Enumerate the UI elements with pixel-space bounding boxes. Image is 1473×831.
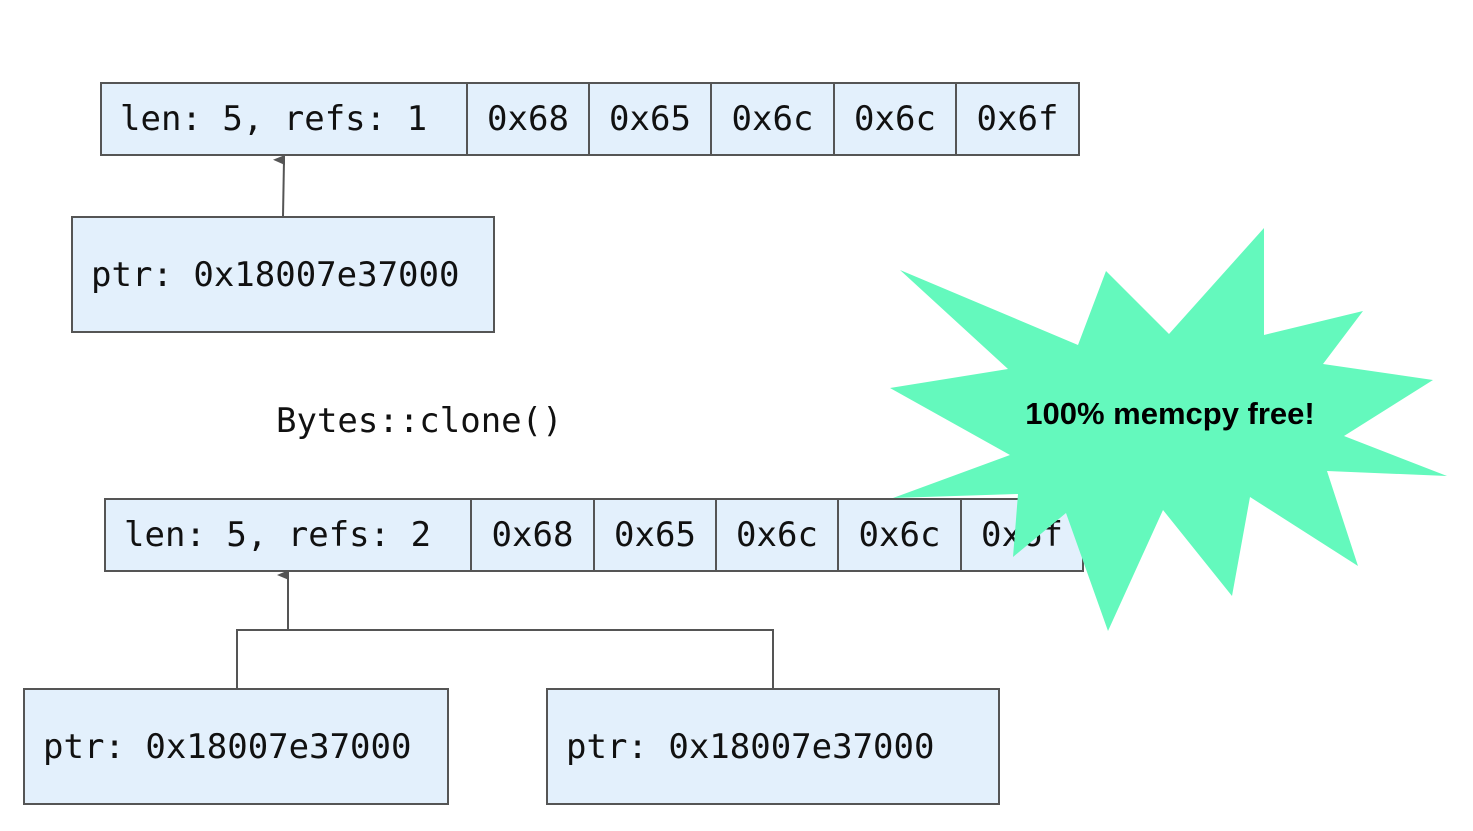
bottom-byte-label-2: 0x6c	[736, 515, 818, 555]
top-byte-cell-2: 0x6c	[710, 82, 835, 156]
bottom-byte-cell-0: 0x68	[470, 498, 595, 572]
bottom-header-cell: len: 5, refs: 2	[104, 498, 472, 572]
bottom-byte-cell-2: 0x6c	[715, 498, 839, 572]
bottom-right-pointer-box: ptr: 0x18007e37000	[546, 688, 1000, 805]
top-pointer-label: ptr: 0x18007e37000	[91, 254, 460, 295]
clone-caption: Bytes::clone()	[276, 401, 563, 441]
bottom-pointer-connector	[236, 629, 774, 688]
top-header-cell: len: 5, refs: 1	[100, 82, 468, 156]
top-byte-cell-3: 0x6c	[833, 82, 957, 156]
bottom-byte-label-0: 0x68	[491, 515, 574, 555]
bottom-byte-cell-1: 0x65	[593, 498, 717, 572]
top-byte-label-1: 0x65	[609, 99, 691, 139]
top-byte-label-3: 0x6c	[854, 99, 936, 139]
top-pointer-box: ptr: 0x18007e37000	[71, 216, 495, 333]
bottom-right-pointer-label: ptr: 0x18007e37000	[566, 726, 935, 767]
bottom-header-label: len: 5, refs: 2	[124, 515, 432, 555]
top-byte-label-0: 0x68	[487, 99, 569, 139]
bottom-byte-label-1: 0x65	[614, 515, 696, 555]
top-byte-cell-0: 0x68	[466, 82, 590, 156]
starburst-polygon	[890, 228, 1447, 631]
bottom-left-pointer-box: ptr: 0x18007e37000	[23, 688, 449, 805]
top-byte-cell-4: 0x6f	[955, 82, 1080, 156]
top-byte-label-4: 0x6f	[976, 99, 1059, 139]
callout-text: 100% memcpy free!	[1025, 396, 1315, 431]
top-pointer-arrow	[273, 155, 286, 217]
top-byte-label-2: 0x6c	[731, 99, 814, 139]
bottom-byte-cell-3: 0x6c	[837, 498, 962, 572]
bottom-byte-label-3: 0x6c	[858, 515, 941, 555]
top-header-label: len: 5, refs: 1	[120, 99, 428, 139]
bottom-left-pointer-label: ptr: 0x18007e37000	[43, 726, 412, 767]
